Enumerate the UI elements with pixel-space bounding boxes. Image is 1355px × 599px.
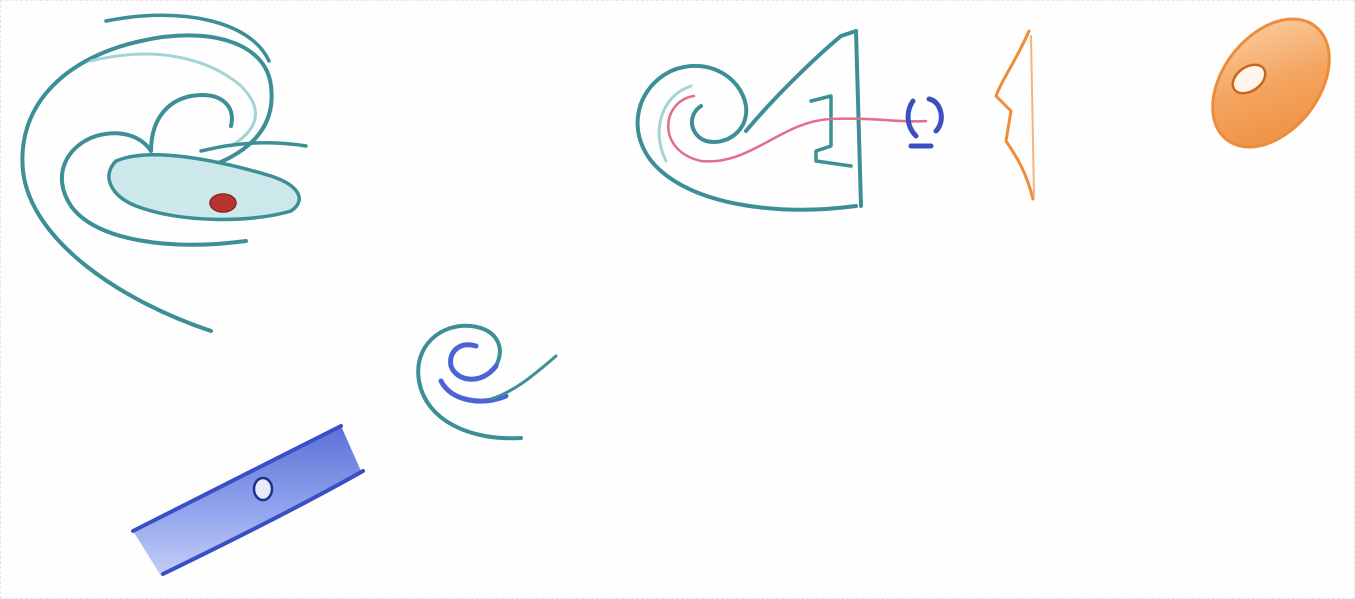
orange-bracket-stroke xyxy=(996,31,1033,199)
swirl-right-arm xyxy=(201,143,306,151)
orange-oval-body xyxy=(1189,1,1353,169)
pink-thread xyxy=(668,96,926,161)
swirl-top-hook xyxy=(151,95,232,151)
orange-bracket-drawing-icon xyxy=(996,31,1034,199)
spiral-inner-blue xyxy=(441,345,506,401)
red-dot-icon xyxy=(210,194,236,212)
shell-funnel-drawing-icon xyxy=(638,31,942,210)
blue-band-hole xyxy=(254,478,272,500)
blue-band-body xyxy=(133,426,361,576)
large-swirl-drawing-icon xyxy=(22,15,306,331)
shell-notch xyxy=(811,96,851,166)
orange-oval-drawing-icon xyxy=(1189,1,1353,169)
spiral-tail xyxy=(491,356,556,399)
swirl-filled-lobe xyxy=(109,155,299,220)
small-spiral-drawing-icon xyxy=(418,326,556,439)
blue-band-drawing-icon xyxy=(133,426,363,576)
orange-bracket-spine xyxy=(1031,36,1034,197)
shell-funnel-top xyxy=(746,31,856,131)
